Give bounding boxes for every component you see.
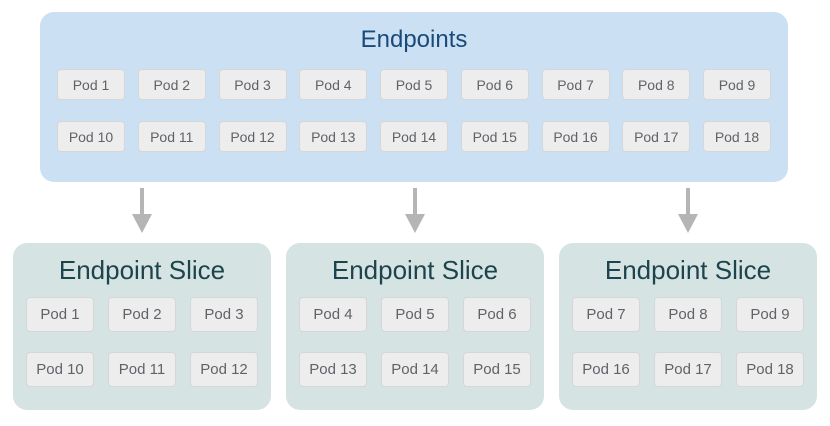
pod-chip: Pod 15: [460, 121, 529, 152]
arrow-down-icon: [132, 188, 152, 233]
pod-chip: Pod 6: [460, 69, 529, 100]
pod-chip: Pod 18: [703, 121, 771, 152]
slice-pod-row-2: Pod 16 Pod 17 Pod 18: [559, 352, 817, 387]
endpoints-title: Endpoints: [360, 26, 468, 53]
arrow-head: [405, 214, 425, 233]
slice-pod-row-2: Pod 13 Pod 14 Pod 15: [286, 352, 544, 387]
pod-chip: Pod 6: [463, 297, 531, 332]
slice-pod-row-1: Pod 1 Pod 2 Pod 3: [13, 297, 271, 332]
arrow-stem: [140, 188, 144, 214]
arrow-stem: [686, 188, 690, 214]
endpoint-slice-title: Endpoint Slice: [331, 255, 499, 285]
pod-chip: Pod 10: [57, 121, 125, 152]
pod-chip: Pod 15: [463, 352, 531, 387]
pod-chip: Pod 5: [380, 69, 448, 100]
pod-chip: Pod 1: [26, 297, 94, 332]
pod-chip: Pod 2: [137, 69, 206, 100]
pod-chip: Pod 7: [572, 297, 640, 332]
endpoints-pod-row-2: Pod 10 Pod 11 Pod 12 Pod 13 Pod 14 Pod 1…: [40, 121, 788, 152]
pod-chip: Pod 12: [218, 121, 287, 152]
pod-chip: Pod 4: [299, 69, 368, 100]
slice-pod-row-2: Pod 10 Pod 11 Pod 12: [13, 352, 271, 387]
pod-chip: Pod 9: [736, 297, 804, 332]
endpoint-slice-box-3: Endpoint Slice Pod 7 Pod 8 Pod 9 Pod 16 …: [559, 243, 817, 410]
endpoints-box: Endpoints Pod 1 Pod 2 Pod 3 Pod 4 Pod 5 …: [40, 12, 788, 182]
arrow-down-icon: [678, 188, 698, 233]
pod-chip: Pod 7: [541, 69, 610, 100]
pod-chip: Pod 18: [736, 352, 804, 387]
pod-chip: Pod 9: [703, 69, 771, 100]
arrow-down-icon: [405, 188, 425, 233]
pod-chip: Pod 17: [622, 121, 691, 152]
pod-chip: Pod 3: [190, 297, 258, 332]
pod-chip: Pod 14: [380, 121, 448, 152]
pod-chip: Pod 14: [381, 352, 449, 387]
pod-chip: Pod 11: [137, 121, 206, 152]
pod-chip: Pod 8: [622, 69, 691, 100]
pod-chip: Pod 2: [108, 297, 176, 332]
pod-chip: Pod 1: [57, 69, 125, 100]
pod-chip: Pod 10: [26, 352, 94, 387]
endpoint-slice-title: Endpoint Slice: [604, 255, 772, 285]
slice-pod-row-1: Pod 7 Pod 8 Pod 9: [559, 297, 817, 332]
arrow-head: [132, 214, 152, 233]
pod-chip: Pod 11: [108, 352, 176, 387]
pod-chip: Pod 17: [654, 352, 722, 387]
pod-chip: Pod 13: [299, 121, 368, 152]
pod-chip: Pod 5: [381, 297, 449, 332]
pod-chip: Pod 16: [572, 352, 640, 387]
slice-pod-row-1: Pod 4 Pod 5 Pod 6: [286, 297, 544, 332]
endpoints-pod-row-1: Pod 1 Pod 2 Pod 3 Pod 4 Pod 5 Pod 6 Pod …: [40, 69, 788, 100]
endpoint-slice-title: Endpoint Slice: [58, 255, 226, 285]
pod-chip: Pod 13: [299, 352, 367, 387]
pod-chip: Pod 16: [541, 121, 610, 152]
pod-chip: Pod 4: [299, 297, 367, 332]
pod-chip: Pod 3: [218, 69, 287, 100]
arrow-head: [678, 214, 698, 233]
endpoint-slice-box-1: Endpoint Slice Pod 1 Pod 2 Pod 3 Pod 10 …: [13, 243, 271, 410]
endpoint-slice-box-2: Endpoint Slice Pod 4 Pod 5 Pod 6 Pod 13 …: [286, 243, 544, 410]
pod-chip: Pod 12: [190, 352, 258, 387]
pod-chip: Pod 8: [654, 297, 722, 332]
arrow-stem: [413, 188, 417, 214]
